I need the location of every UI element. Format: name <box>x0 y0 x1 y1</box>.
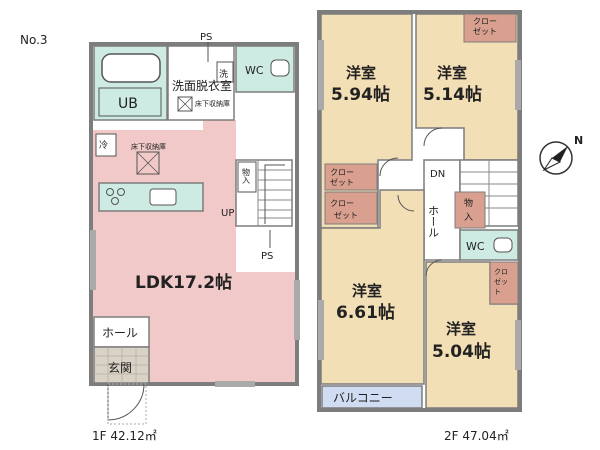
storage-2f-label-a: 物 <box>464 197 473 209</box>
storage-2f-label-b: 入 <box>464 212 473 223</box>
door-swing-2f-b <box>423 127 443 147</box>
closet-1-label-b: ゼット <box>330 177 354 187</box>
wash-label: 洗 <box>219 68 228 80</box>
closet-1-label-a: クロー <box>330 168 354 177</box>
room-c-size: 6.61帖 <box>336 302 395 323</box>
closet-2 <box>324 191 378 225</box>
stairs-up-label: UP <box>221 208 234 219</box>
washroom <box>167 45 235 121</box>
hall-1f-label: ホール <box>102 326 138 340</box>
room-b-name: 洋室 <box>437 64 467 82</box>
hall-2f-label: ホール <box>427 205 440 238</box>
room-b-size: 5.14帖 <box>423 84 482 105</box>
room-a-name: 洋室 <box>346 64 376 82</box>
underfloor-hatch-icon-2 <box>136 151 160 175</box>
stairs-arrow-icon <box>264 164 285 224</box>
closet-3-label-a: クロ <box>494 268 508 276</box>
closet-4 <box>463 13 517 43</box>
stairs-down-label: DN <box>430 169 445 180</box>
storage-1f-label: 物入 <box>242 167 251 184</box>
toilet-2f-icon <box>493 237 513 253</box>
room-c-name: 洋室 <box>352 282 382 300</box>
underfloor-storage-label-2: 床下収納庫 <box>131 142 166 151</box>
closet-2-label-a: クロー <box>330 199 354 208</box>
door-swing-2f-c <box>397 194 415 212</box>
closet-3-label-c: ト <box>494 288 501 296</box>
kitchen-sink-icon <box>149 188 177 206</box>
balcony <box>321 385 423 409</box>
closet-3-label-b: ゼッ <box>494 277 508 286</box>
closet-4-label-b: ゼット <box>473 26 497 36</box>
floor1-area-label: 1F 42.12㎡ <box>92 429 157 443</box>
room-d-name: 洋室 <box>446 320 476 338</box>
closet-1 <box>324 163 378 191</box>
bathtub-icon <box>101 53 161 83</box>
ps-top-label: PS <box>200 32 212 43</box>
fridge-area <box>95 133 117 157</box>
ub-floor-tile <box>98 87 162 117</box>
fridge-label: 冷 <box>99 139 108 151</box>
closet-4-label-a: クロー <box>473 17 497 26</box>
door-swing-2f-d <box>425 259 443 277</box>
wc-2f-label: WC <box>466 240 485 253</box>
compass-north-label: N <box>574 134 583 147</box>
underfloor-storage-label-1: 床下収納庫 <box>195 99 230 108</box>
front-door-swing <box>107 383 145 421</box>
balcony-label: バルコニー <box>333 391 393 405</box>
ps-bottom-label: PS <box>261 251 273 262</box>
wc-1f-label: WC <box>245 64 264 77</box>
toilet-icon <box>270 59 290 77</box>
washroom-label: 洗面脱衣室 <box>172 78 232 93</box>
floor-1: UB 洗 洗面脱衣室 床下収納庫 PS WC 冷 床下収納庫 <box>89 32 300 443</box>
floor2-area-label: 2F 47.04㎡ <box>444 429 509 443</box>
closet-3 <box>489 261 519 305</box>
room-a-size: 5.94帖 <box>331 84 390 105</box>
compass-icon: N <box>539 134 583 175</box>
washing-machine-icon <box>216 61 234 83</box>
ldk-label: LDK17.2帖 <box>135 272 232 293</box>
storage-1f <box>237 161 257 193</box>
storage-2f <box>454 191 486 229</box>
closet-2-label-b: ゼット <box>334 210 358 220</box>
plan-id: No.3 <box>20 33 48 47</box>
ub-label: UB <box>118 96 138 112</box>
entrance-label: 玄関 <box>108 360 132 375</box>
room-c <box>320 189 425 385</box>
door-swing-2f-a <box>379 157 399 177</box>
floor-2: 洋室 5.94帖 洋室 5.14帖 クロー ゼット クロー ゼット クロー ゼッ… <box>317 10 522 443</box>
ldk-kitchen-floor <box>203 120 236 220</box>
porch <box>107 383 147 425</box>
underfloor-hatch-icon <box>177 96 193 112</box>
stove-burner-icon <box>106 188 114 196</box>
room-d-size: 5.04帖 <box>432 341 491 362</box>
